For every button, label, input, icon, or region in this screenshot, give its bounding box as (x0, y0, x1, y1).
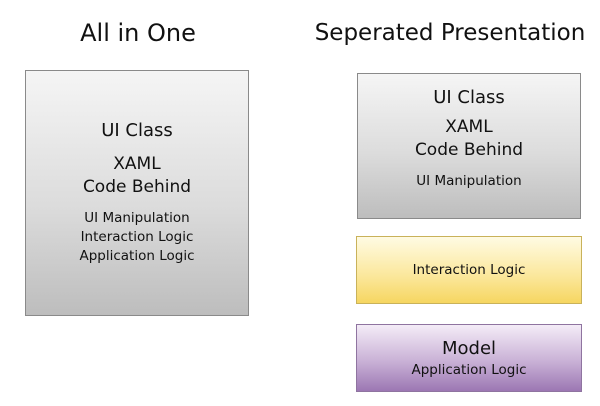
application-logic-label: Application Logic (411, 361, 527, 378)
tech-lines: XAML Code Behind (83, 153, 191, 199)
ui-class-label: UI Class (433, 87, 505, 108)
code-behind-label: Code Behind (82, 177, 192, 197)
interaction-logic-box: Interaction Logic (356, 236, 582, 304)
separated-presentation-heading: Seperated Presentation (314, 20, 586, 46)
all-in-one-ui-class-box: UI Class XAML Code Behind UI Manipulatio… (25, 70, 249, 316)
xaml-label: XAML (445, 117, 493, 137)
interaction-logic-label: Interaction Logic (80, 229, 194, 245)
all-in-one-heading: All in One (80, 19, 196, 47)
separated-ui-class-box: UI Class XAML Code Behind UI Manipulatio… (357, 73, 581, 219)
ui-manipulation-label: UI Manipulation (416, 173, 522, 189)
ui-class-label: UI Class (101, 120, 173, 141)
code-behind-label: Code Behind (414, 140, 524, 160)
interaction-logic-label: Interaction Logic (412, 261, 526, 278)
model-box: Model Application Logic (356, 324, 582, 392)
model-label: Model (441, 337, 497, 359)
xaml-label: XAML (113, 154, 161, 174)
logic-lines: UI Manipulation Interaction Logic Applic… (79, 209, 194, 266)
tech-lines: XAML Code Behind (415, 116, 523, 162)
application-logic-label: Application Logic (79, 248, 195, 264)
ui-manipulation-label: UI Manipulation (84, 210, 190, 226)
